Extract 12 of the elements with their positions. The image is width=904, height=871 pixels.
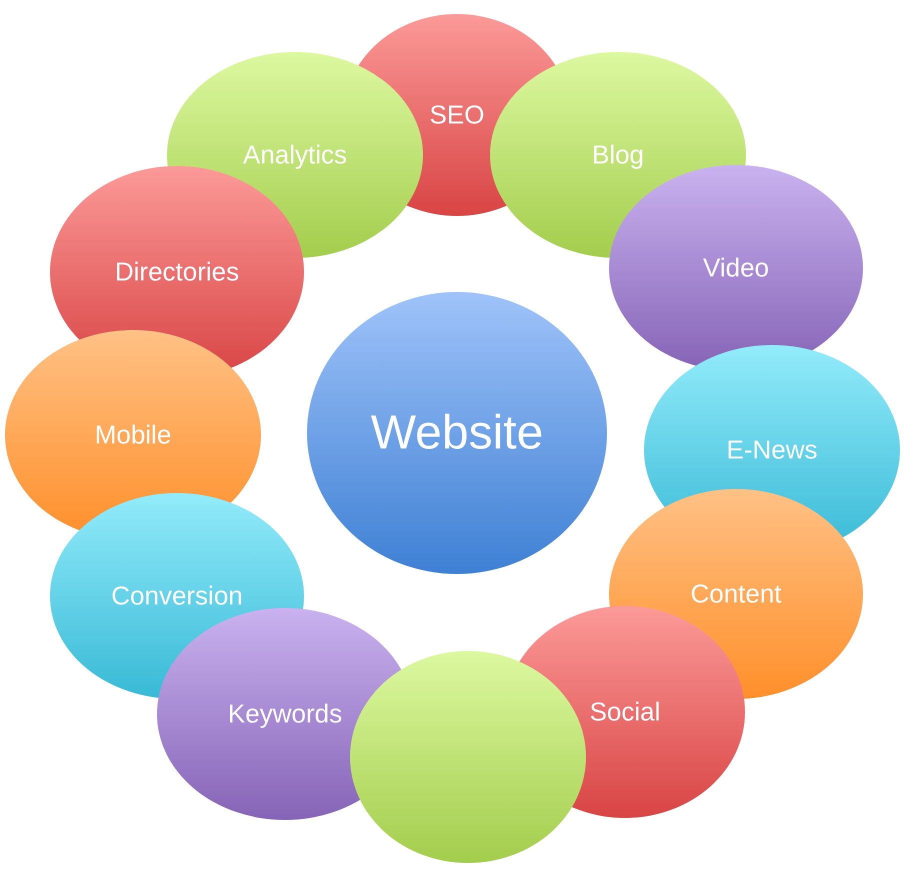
node-label: Mobile [94,420,172,450]
node-label: Keywords [228,698,342,730]
node-label: Analytics [242,140,348,170]
node-label: Website [370,406,544,460]
node-label: Conversion [111,580,243,612]
node-label: SEO [430,100,484,130]
node-label: Blog [592,140,644,170]
node-label: Directories [114,256,240,288]
node-label: Video [702,252,770,284]
node-label: Social [590,696,660,728]
node-label: Content [690,578,782,610]
node-label: E-News [726,434,818,466]
